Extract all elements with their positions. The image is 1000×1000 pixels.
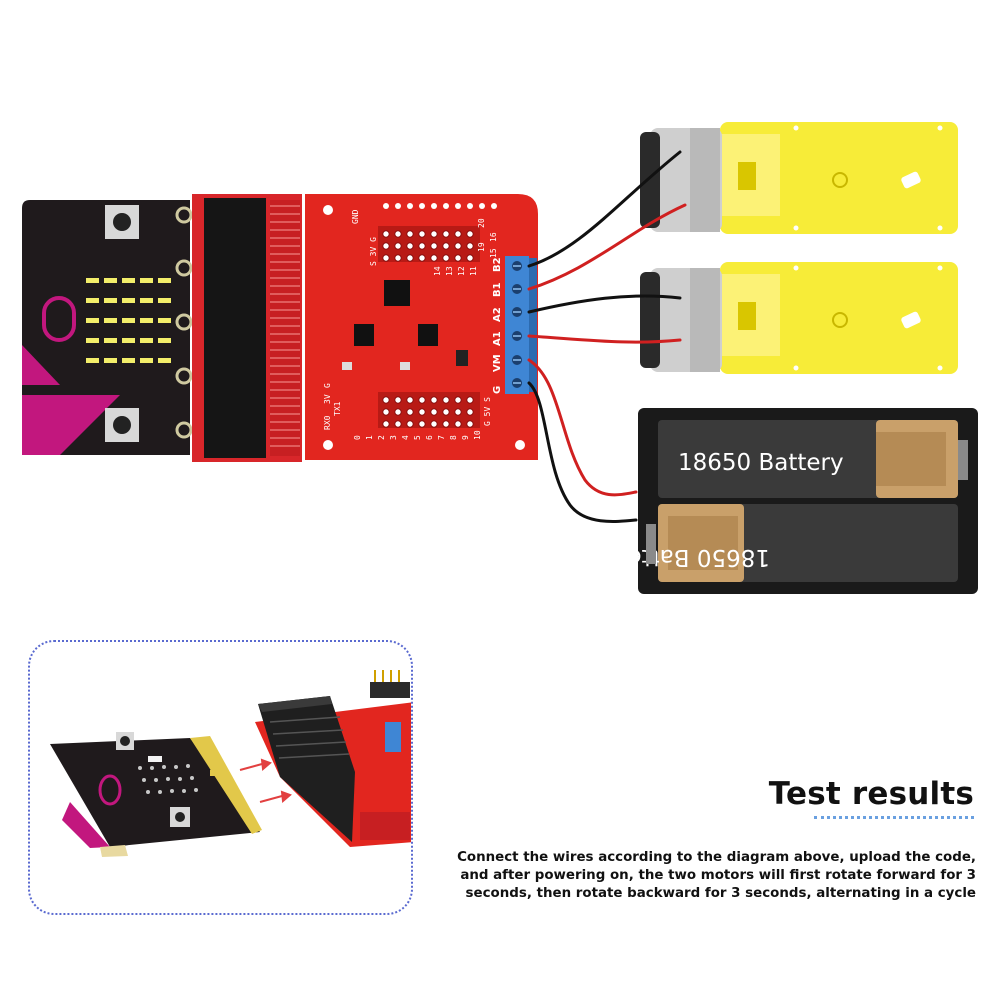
results-line-2: and after powering on, the two motors wi… [460, 868, 976, 883]
terminal-label-g: G [492, 386, 503, 394]
driver-chip [384, 280, 410, 306]
results-description: Connect the wires according to the diagr… [416, 849, 976, 903]
wire-battery-red [527, 358, 638, 497]
results-divider [814, 816, 974, 819]
battery-label-top: 18650 Battery [678, 450, 844, 476]
silk-gnd: GND [351, 209, 360, 224]
wire-motor1-black [527, 150, 682, 268]
silk-pin-16: 16 [489, 232, 498, 242]
edge-connector-slot [204, 198, 266, 458]
battery-holder: 18650 Battery 18650 Battery [604, 408, 978, 594]
silk-pin: 2 [377, 435, 386, 440]
silk-pin: 10 [473, 430, 482, 440]
silk-pin: 3 [389, 435, 398, 440]
terminal-label-b2: B2 [492, 257, 503, 272]
wire-motor2-red [527, 334, 682, 344]
silk-pin-12: 12 [457, 266, 466, 276]
silk-pin: 9 [461, 435, 470, 440]
motor-driver-shield: GND S 3V G 20 19 16 15 14 13 12 11 0 1 2… [305, 194, 538, 460]
wiring-diagram: GND S 3V G 20 19 16 15 14 13 12 11 0 1 2… [22, 122, 978, 594]
assembly-inset [28, 640, 413, 915]
results-line-1: Connect the wires according to the diagr… [457, 850, 976, 865]
inset-microbit [50, 732, 262, 857]
silk-pin-13: 13 [445, 266, 454, 276]
silk-left-tx1: TX1 [333, 401, 342, 416]
silk-pin: 8 [449, 435, 458, 440]
wire-motor2-black [527, 294, 682, 314]
silk-row-label: S 3V G [369, 237, 378, 266]
silk-pin: 5 [413, 435, 422, 440]
silk-pin: 6 [425, 435, 434, 440]
screw-terminal-block [505, 256, 537, 394]
silk-left-g: G [323, 383, 332, 388]
wires [527, 150, 687, 523]
assembly-illustration [50, 670, 411, 857]
results-line-3: seconds, then rotate backward for 3 seco… [465, 886, 976, 901]
terminal-label-b1: B1 [492, 282, 503, 297]
microbit-magenta-shape [22, 395, 120, 455]
silk-pin: 1 [365, 435, 374, 440]
silk-pin: 0 [353, 435, 362, 440]
regulator-chip [354, 324, 374, 346]
results-title: Test results [768, 776, 974, 812]
inset-edge-slot [258, 696, 355, 842]
gear-motor-2 [640, 262, 958, 374]
regulator-chip [418, 324, 438, 346]
microbit-magenta-shape [22, 345, 60, 385]
microbit-logo [42, 296, 76, 342]
silk-pin-14: 14 [433, 266, 442, 276]
silk-pin: 7 [437, 435, 446, 440]
microbit-edge-rings [175, 206, 193, 439]
battery-label-bottom: 18650 Battery [604, 544, 770, 570]
microbit-board [22, 200, 193, 455]
terminal-label-a1: A1 [492, 331, 503, 346]
wire-battery-black [527, 381, 638, 523]
terminal-label-vm: VM [492, 354, 503, 372]
silk-pin: 4 [401, 435, 410, 440]
silk-pin-15: 15 [489, 248, 498, 258]
silk-left-3v: 3V [323, 394, 332, 404]
silk-side: G 5V S [483, 397, 492, 426]
wire-motor1-red [527, 203, 687, 291]
gear-motor-1 [640, 122, 958, 234]
led-matrix [86, 278, 171, 363]
silk-pin-19: 19 [477, 242, 486, 252]
terminal-label-a2: A2 [492, 307, 503, 322]
edge-connector-board [192, 194, 302, 462]
silk-pin-20: 20 [477, 218, 486, 228]
inset-shield [255, 670, 411, 847]
inset-arrows [239, 758, 292, 803]
silk-pin-11: 11 [469, 266, 478, 276]
silk-left-rx0: RX0 [323, 415, 332, 430]
